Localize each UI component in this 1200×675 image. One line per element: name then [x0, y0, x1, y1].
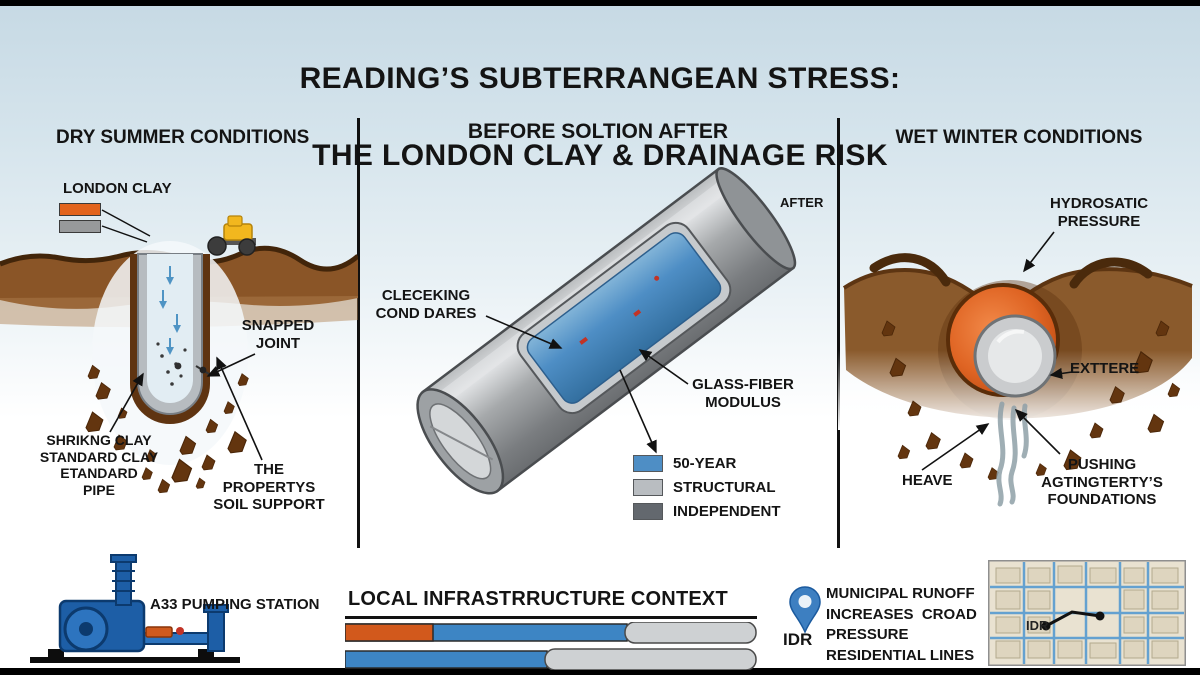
- dry-pipe-cross-section: [130, 253, 210, 424]
- legend-row-50-year: 50-YEAR: [633, 455, 781, 472]
- pipe-bar-2-blue: [345, 650, 548, 669]
- clay-legend-gray-swatch: [59, 220, 101, 233]
- pipe-bar-1-orange: [345, 623, 434, 642]
- glass-fiber-label: GLASS-FIBER MODULUS: [692, 376, 794, 411]
- pushing-foundations-label: PUSHING AGTINGTERTY’S FOUNDATIONS: [1041, 456, 1163, 509]
- root-crack-left: [869, 253, 951, 287]
- wet-leader-lines: [921, 231, 1073, 471]
- cracking-label: CLECEKING COND DARES: [375, 287, 477, 322]
- center-leader-lines: [485, 315, 689, 454]
- pipe-solution-illustration: [416, 167, 797, 495]
- snapped-joint-dot: [199, 366, 207, 374]
- bottom-border-bar: [0, 668, 1200, 675]
- root-crack-right: [1069, 257, 1153, 289]
- legend-label-50-year: 50-YEAR: [673, 455, 737, 472]
- divider-left: [357, 118, 360, 548]
- legend-swatch-independent: [633, 503, 663, 520]
- defect-marks: [579, 275, 660, 345]
- legend-label-structural: STRUCTURAL: [673, 479, 776, 496]
- legend-row-structural: STRUCTURAL: [633, 479, 781, 496]
- infrastructure-underline: [345, 616, 757, 619]
- heave-label: HEAVE: [902, 472, 953, 489]
- pumping-station-icon: [30, 554, 240, 663]
- soil-support-label: THE PROPERTYS SOIL SUPPORT: [213, 461, 325, 514]
- dry-panel-heading: DRY SUMMER CONDITIONS: [56, 127, 310, 148]
- idr-label: IDR: [783, 630, 813, 649]
- map-idr-label: IDR: [1026, 618, 1049, 633]
- shrinking-clay-label: SHRIKNG CLAY STANDARD CLAY ETANDARD PIPE: [39, 432, 159, 498]
- pipe-bar-1-cap: [624, 622, 757, 644]
- dry-summer-illustration: [0, 209, 358, 494]
- legend-swatch-structural: [633, 479, 663, 496]
- clay-legend-lines: [101, 209, 151, 243]
- toy-truck-icon: [207, 215, 256, 256]
- pipe-end-cap: [715, 167, 797, 271]
- snapped-joint-label: SNAPPED JOINT: [241, 317, 315, 352]
- wet-pipe-cross-section: [946, 283, 1060, 398]
- legend-swatch-50-year: [633, 455, 663, 472]
- map-route: [1041, 610, 1105, 631]
- dry-leader-lines: [109, 353, 263, 461]
- main-title-line2: THE LONDON CLAY & DRAINAGE RISK: [312, 139, 888, 173]
- wet-winter-illustration: [838, 231, 1200, 507]
- infiltration-arrows: [159, 266, 181, 355]
- hydrostatic-pressure-label: HYDROSATIC PRESSURE: [1049, 195, 1149, 230]
- legend-row-independent: INDEPENDENT: [633, 503, 781, 520]
- after-label: AFTER: [780, 195, 824, 210]
- divider-right: [837, 118, 840, 548]
- exterior-label: EXTTERE: [1070, 360, 1140, 377]
- wet-panel-heading: WET WINTER CONDITIONS: [895, 127, 1143, 148]
- sediment-specks: [156, 342, 187, 386]
- main-title: READING’S SUBTERRANGEAN STRESS: THE LOND…: [0, 22, 1200, 214]
- clay-legend-orange-swatch: [59, 203, 101, 216]
- main-title-line1: READING’S SUBTERRANGEAN STRESS:: [299, 62, 901, 96]
- pipe-bars-graphic: [345, 622, 757, 670]
- pipe-legend: 50-YEAR STRUCTURAL INDEPENDENT: [633, 455, 781, 527]
- pump-station-label: A33 PUMPING STATION: [150, 596, 320, 613]
- map-blocks: [995, 565, 1179, 659]
- legend-label-independent: INDEPENDENT: [673, 503, 781, 520]
- relined-pipe-3d: [416, 167, 797, 495]
- runoff-note: MUNICIPAL RUNOFF INCREASES CROAD PRESSUR…: [826, 585, 977, 665]
- map-pin-icon: [789, 586, 821, 634]
- top-border-bar: [0, 0, 1200, 6]
- pipe-mouth: [416, 388, 505, 495]
- london-clay-label: LONDON CLAY: [63, 180, 172, 197]
- street-map-thumbnail: IDR: [988, 560, 1186, 666]
- pipe-bar-2-cap: [544, 648, 757, 670]
- infrastructure-heading: LOCAL INFRASTRRUCTURE CONTEXT: [348, 588, 728, 610]
- center-panel-heading: BEFORE SOLTION AFTER: [467, 120, 729, 143]
